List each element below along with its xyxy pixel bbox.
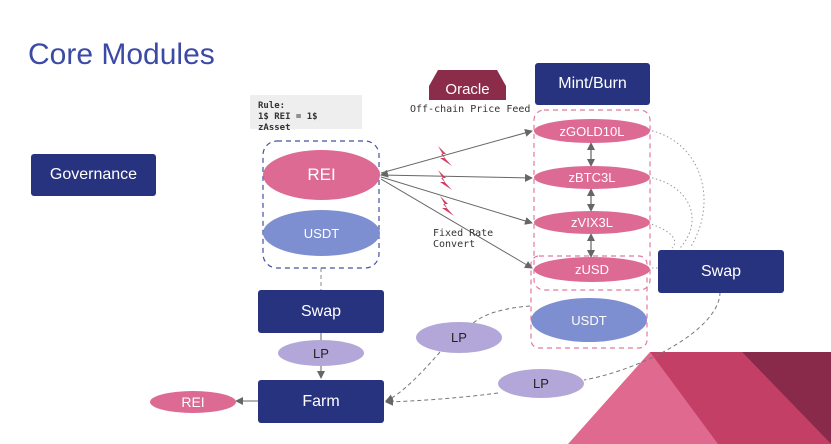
swap-box-right[interactable]: Swap (658, 250, 784, 293)
rei-output-token[interactable]: REI (150, 391, 236, 413)
swap-box-left[interactable]: Swap (258, 290, 384, 333)
zasset-zusd[interactable]: zUSD (534, 257, 650, 282)
mint-burn-box[interactable]: Mint/Burn (535, 63, 650, 105)
lp-token-bottom[interactable]: LP (498, 369, 584, 398)
corner-decoration-dark (742, 352, 831, 444)
lightning-icon (438, 146, 452, 166)
usdt-token-right[interactable]: USDT (531, 298, 647, 342)
usdt-token-left[interactable]: USDT (263, 210, 380, 256)
lightning-icon (438, 170, 452, 190)
farm-box[interactable]: Farm (258, 380, 384, 423)
zasset-group (533, 109, 651, 291)
rule-line-2: 1$ REI = 1$ zAsset (258, 112, 318, 133)
oracle-caption: Off-chain Price Feed (410, 104, 531, 115)
page-title: Core Modules (28, 38, 215, 71)
rule-line-1: Rule: (258, 101, 286, 111)
fixed-rate-note: Fixed Rate Convert (433, 228, 493, 250)
fixed-rate-line-2: Convert (433, 239, 476, 250)
lightning-icon (440, 196, 454, 216)
oracle-shape (429, 70, 506, 100)
zasset-zgold10l[interactable]: zGOLD10L (534, 119, 650, 143)
lp-token-middle[interactable]: LP (416, 322, 502, 353)
oracle-label: Oracle (445, 80, 490, 98)
rule-note: Rule: 1$ REI = 1$ zAsset (250, 95, 362, 133)
rei-token[interactable]: REI (263, 150, 380, 200)
governance-box[interactable]: Governance (31, 154, 156, 196)
zasset-zbtc3l[interactable]: zBTC3L (534, 166, 650, 189)
corner-decoration-red (650, 352, 831, 444)
fixed-rate-line-1: Fixed Rate (433, 228, 494, 239)
lp-token-left[interactable]: LP (278, 340, 364, 366)
zasset-zvix3l[interactable]: zVIX3L (534, 211, 650, 234)
